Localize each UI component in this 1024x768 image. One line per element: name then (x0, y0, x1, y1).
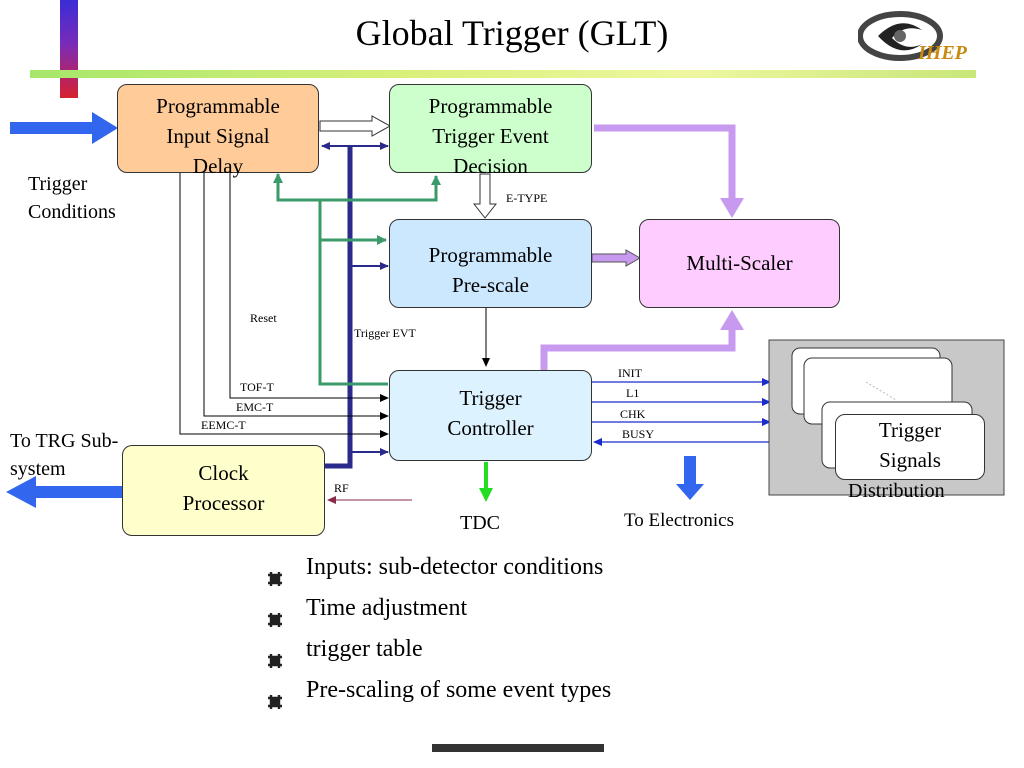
hash-bullet-icon (268, 601, 282, 627)
emc-t-label: EMC-T (236, 400, 274, 414)
busy-label: BUSY (622, 427, 655, 441)
multi-scaler-box: Multi-Scaler (639, 219, 840, 308)
eemc-t-label: EEMC-T (201, 418, 246, 432)
rf-label: RF (334, 481, 349, 495)
logo-text: IHEP (918, 42, 967, 64)
trigger-conditions-label: Trigger Conditions (28, 173, 116, 223)
bullet-text: Inputs: sub-detector conditions (306, 553, 604, 580)
l1-label: L1 (626, 386, 640, 400)
multi-scaler-label: Multi-Scaler (686, 251, 793, 275)
tof-t-label: TOF-T (240, 380, 274, 394)
to-electronics-label: To Electronics (624, 510, 734, 531)
bullet-list: Inputs: sub-detector conditions Time adj… (268, 546, 611, 710)
e-type-label: E-TYPE (506, 191, 548, 205)
trigger-signals-box: Trigger Signals (835, 414, 985, 480)
trigger-controller-box: Trigger Controller (389, 370, 592, 461)
prescale-label: Programmable Pre-scale (428, 243, 553, 297)
init-label: INIT (618, 366, 642, 380)
list-item: Time adjustment (268, 587, 611, 628)
to-trg-arrow (6, 476, 124, 508)
event-decision-label: Programmable Trigger Event Decision (428, 94, 553, 178)
list-item: trigger table (268, 628, 611, 669)
bullet-text: trigger table (306, 635, 423, 662)
distribution-label: Distribution (848, 480, 945, 502)
event-decision-box: Programmable Trigger Event Decision (389, 84, 592, 178)
tdc-label: TDC (460, 512, 500, 534)
hash-bullet-icon (268, 642, 282, 668)
bullet-text: Pre-scaling of some event types (306, 676, 612, 703)
input-delay-label: Programmable Input Signal Delay (156, 94, 280, 178)
to-trg-label: To TRG Sub-system (10, 430, 119, 480)
trigger-signals-label: Trigger Signals (878, 418, 942, 472)
header-divider (30, 70, 976, 78)
trigger-controller-label: Trigger Controller (447, 386, 534, 440)
ihep-logo (858, 11, 943, 61)
trigger-evt-label: Trigger EVT (354, 326, 416, 340)
reset-label: Reset (250, 311, 277, 325)
bullet-text: Time adjustment (306, 594, 468, 621)
hash-bullet-icon (268, 683, 282, 709)
chk-label: CHK (620, 407, 646, 421)
trigger-conditions-arrow (10, 112, 118, 144)
input-delay-box: Programmable Input Signal Delay (117, 84, 319, 178)
list-item: Pre-scaling of some event types (268, 669, 611, 710)
clock-processor-label: Clock Processor (182, 461, 265, 515)
footer-bar (432, 744, 604, 752)
hash-bullet-icon (268, 560, 282, 586)
clock-processor-box: Clock Processor (122, 445, 325, 536)
prescale-box: Programmable Pre-scale (389, 219, 592, 308)
list-item: Inputs: sub-detector conditions (268, 546, 611, 587)
page-title: Global Trigger (GLT) (355, 13, 669, 53)
